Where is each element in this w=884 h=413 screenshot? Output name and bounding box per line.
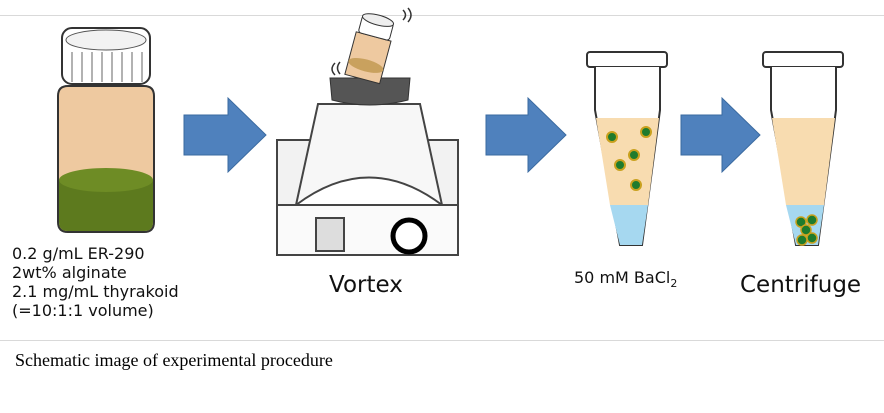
bacl2-text: 50 mM BaCl [574,268,671,287]
top-divider [0,15,884,16]
mixture-label: 0.2 g/mL ER-290 2wt% alginate 2.1 mg/mL … [12,244,179,320]
mixture-line: 2wt% alginate [12,263,127,282]
arrow-icon [183,96,267,174]
centrifuge-label: Centrifuge [740,272,862,298]
procedure-diagram [57,7,844,256]
tube-with-beads-icon [586,51,668,246]
centrifuged-tube-icon [762,51,844,246]
mixture-line: 2.1 mg/mL thyrakoid [12,282,179,301]
mixture-line: (=10:1:1 volume) [12,301,154,320]
bacl2-subscript: 2 [670,277,678,291]
arrow-icon [680,96,761,174]
bacl2-label: 50 mM BaCl2 [574,268,677,293]
vortex-label: Vortex [329,272,403,298]
vortex-mixer-icon [276,7,459,256]
arrow-icon [485,96,567,174]
caption-divider [0,340,884,341]
figure-caption: Schematic image of experimental procedur… [15,350,333,370]
mixture-line: 0.2 g/mL ER-290 [12,244,145,263]
bottle-icon [57,27,155,233]
